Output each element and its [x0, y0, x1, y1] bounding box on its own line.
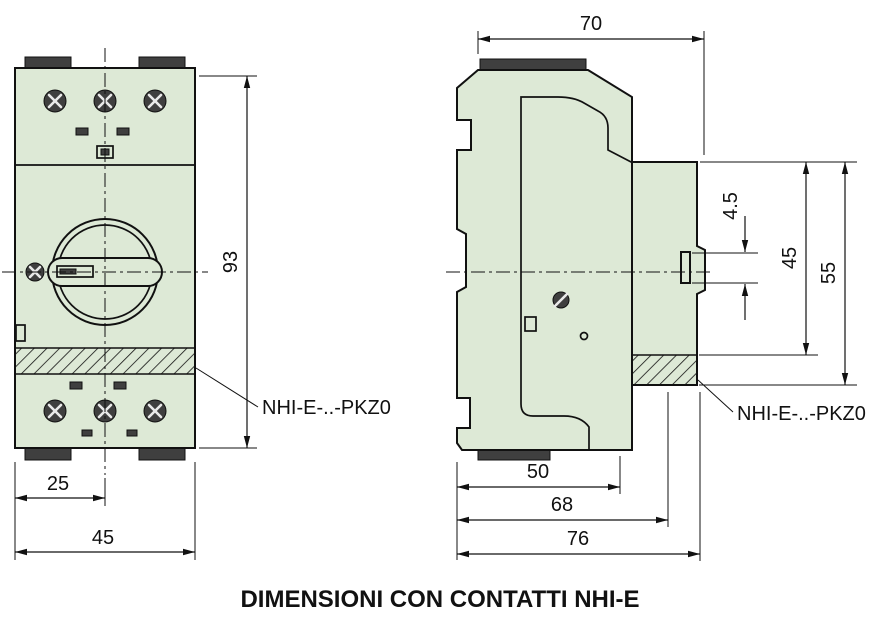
dim-side-depth-total: 76: [567, 528, 589, 550]
side-body-profile: [456, 69, 633, 451]
front-vent-slot: [113, 381, 127, 390]
front-view: 93 25 45 NHI-E-..-PKZ0: [2, 48, 391, 560]
front-vent-slot: [116, 127, 130, 136]
side-attachment-block: [631, 161, 706, 386]
side-hatch-band: [631, 354, 698, 386]
front-vent-slot: [126, 429, 138, 437]
dim-side-outer-height: 55: [818, 262, 840, 284]
side-contact-tab: [680, 251, 691, 284]
dim-front-width: 45: [92, 527, 114, 549]
dim-front-half-width: 25: [47, 473, 69, 495]
front-screw-top-1: [43, 89, 67, 113]
dim-side-tab: 4.5: [720, 192, 742, 220]
front-bottom-terminal-left: [24, 447, 72, 461]
leader-line: [195, 367, 259, 408]
dim-front-height: 93: [220, 251, 242, 273]
side-screw: [552, 291, 570, 309]
side-view: 70 4.5 45 55 50 68 76 NHI-E-..-PK: [446, 13, 866, 561]
front-screw-top-3: [143, 89, 167, 113]
side-inner-contour: [520, 96, 634, 449]
side-bottom-terminal: [477, 449, 551, 461]
dim-side-depth-body: 50: [527, 461, 549, 483]
side-small-window: [524, 316, 537, 332]
front-side-slot: [15, 324, 26, 342]
front-vent-slot: [75, 127, 89, 136]
front-screw-bottom-3: [143, 399, 167, 423]
side-attachment-label: NHI-E-..-PKZ0: [737, 403, 866, 425]
dim-side-inner-height: 45: [779, 247, 801, 269]
dim-side-depth-mid: 68: [551, 494, 573, 516]
front-attachment-label: NHI-E-..-PKZ0: [262, 397, 391, 419]
leader-line: [697, 379, 734, 413]
front-vent-slot: [81, 429, 93, 437]
front-screw-bottom-1: [43, 399, 67, 423]
front-vent-slot: [69, 381, 83, 390]
page-title: DIMENSIONI CON CONTATTI NHI-E: [240, 586, 639, 613]
side-small-hole: [579, 331, 589, 341]
dim-side-top-width: 70: [580, 13, 602, 35]
front-bottom-terminal-right: [138, 447, 186, 461]
